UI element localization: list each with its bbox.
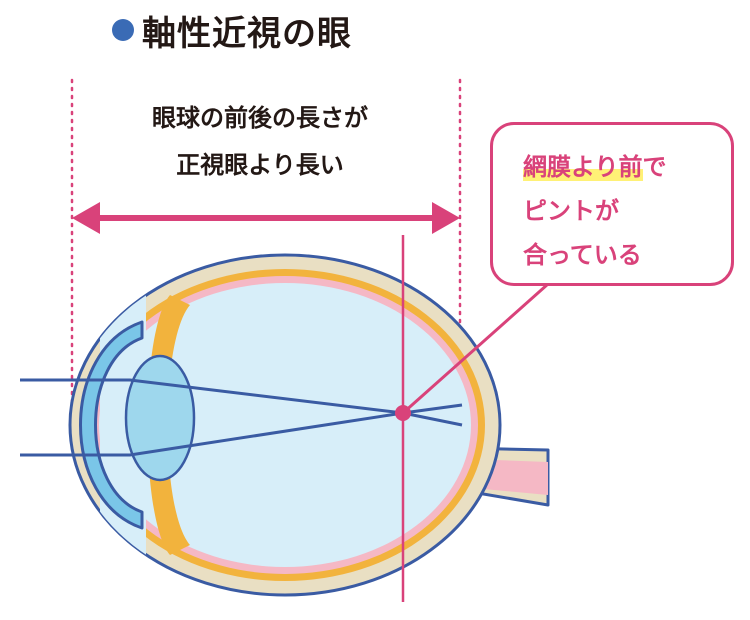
callout-line2: ピントが [523, 197, 619, 225]
length-description-line1: 眼球の前後の長さが [152, 104, 368, 132]
callout-line1-rest: で [642, 153, 667, 181]
lens [124, 354, 196, 482]
vitreous-body [99, 283, 471, 567]
callout-line3: 合っている [523, 241, 642, 269]
diagram-title: 軸性近視の眼 [112, 8, 352, 54]
bullet-dot [112, 19, 134, 41]
upper-light-ray [20, 378, 463, 427]
light-rays [20, 378, 463, 457]
callout-pointer [402, 282, 549, 415]
length-description-line2: 正視眼より長い [176, 151, 344, 179]
callout-line1: 網膜より前で [523, 147, 667, 182]
title-text: 軸性近視の眼 [142, 13, 352, 54]
lower-light-ray [20, 403, 463, 457]
callout-highlight: 網膜より前 [523, 153, 643, 181]
length-arrow [72, 202, 460, 234]
focus-callout: 網膜より前で ピントが 合っている [490, 122, 734, 286]
focus-point [395, 405, 411, 421]
